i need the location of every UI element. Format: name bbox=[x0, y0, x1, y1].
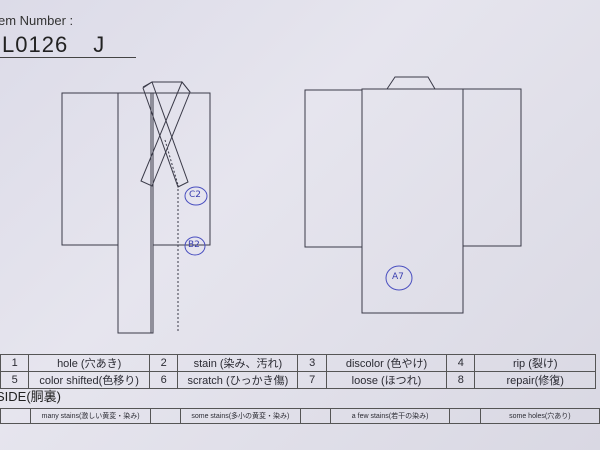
legend-label: color shifted(色移り) bbox=[28, 371, 150, 389]
legend-label: rip (裂け) bbox=[474, 354, 596, 372]
inside-section-title: SIDE(胴裏) bbox=[0, 389, 62, 404]
checkbox-cell[interactable] bbox=[149, 408, 182, 424]
inside-condition-row: many stains(激しい黄変・染み) some stains(多小の黄変・… bbox=[0, 408, 600, 424]
condition-label: some stains(多小の黄変・染み) bbox=[180, 408, 301, 424]
front-kimono-diagram bbox=[61, 81, 211, 334]
legend-row: 1 hole (穴あき) 2 stain (染み、汚れ) 3 discolor … bbox=[0, 354, 596, 372]
legend-num: 3 bbox=[297, 354, 327, 372]
damage-legend-table: 1 hole (穴あき) 2 stain (染み、汚れ) 3 discolor … bbox=[0, 354, 596, 389]
damage-mark-b2: B2 bbox=[188, 240, 200, 250]
checkbox-cell[interactable] bbox=[0, 408, 32, 424]
checkbox-cell[interactable] bbox=[299, 408, 331, 424]
legend-num: 6 bbox=[148, 371, 179, 389]
legend-label: hole (穴あき) bbox=[28, 354, 150, 372]
legend-label: discolor (色やけ) bbox=[325, 354, 448, 372]
checkbox-cell[interactable] bbox=[449, 408, 481, 424]
damage-mark-a7: A7 bbox=[392, 272, 404, 282]
legend-num: 2 bbox=[148, 354, 179, 372]
condition-label: some holes(穴あり) bbox=[479, 408, 600, 424]
legend-label: repair(修復) bbox=[474, 371, 596, 389]
legend-row: 5 color shifted(色移り) 6 scratch (ひっかき傷) 7… bbox=[0, 371, 596, 389]
legend-label: scratch (ひっかき傷) bbox=[177, 371, 299, 389]
back-kimono-diagram bbox=[304, 76, 522, 314]
damage-mark-c2: C2 bbox=[189, 190, 202, 200]
legend-num: 4 bbox=[446, 354, 476, 372]
inside-condition-table: many stains(激しい黄変・染み) some stains(多小の黄変・… bbox=[0, 408, 600, 424]
legend-num: 1 bbox=[0, 354, 30, 372]
condition-label: a few stains(若干の染み) bbox=[329, 408, 451, 424]
item-number-underline bbox=[0, 57, 136, 58]
legend-num: 8 bbox=[446, 371, 476, 389]
legend-num: 5 bbox=[0, 371, 30, 389]
damage-marks bbox=[184, 186, 413, 291]
legend-label: loose (ほつれ) bbox=[325, 371, 448, 389]
item-number-label: em Number : bbox=[0, 13, 74, 28]
legend-label: stain (染み、汚れ) bbox=[177, 354, 299, 372]
condition-label: many stains(激しい黄変・染み) bbox=[30, 408, 151, 424]
item-number-value: L0126 J bbox=[2, 32, 106, 57]
legend-num: 7 bbox=[297, 371, 327, 389]
kimono-diagrams bbox=[61, 76, 522, 334]
